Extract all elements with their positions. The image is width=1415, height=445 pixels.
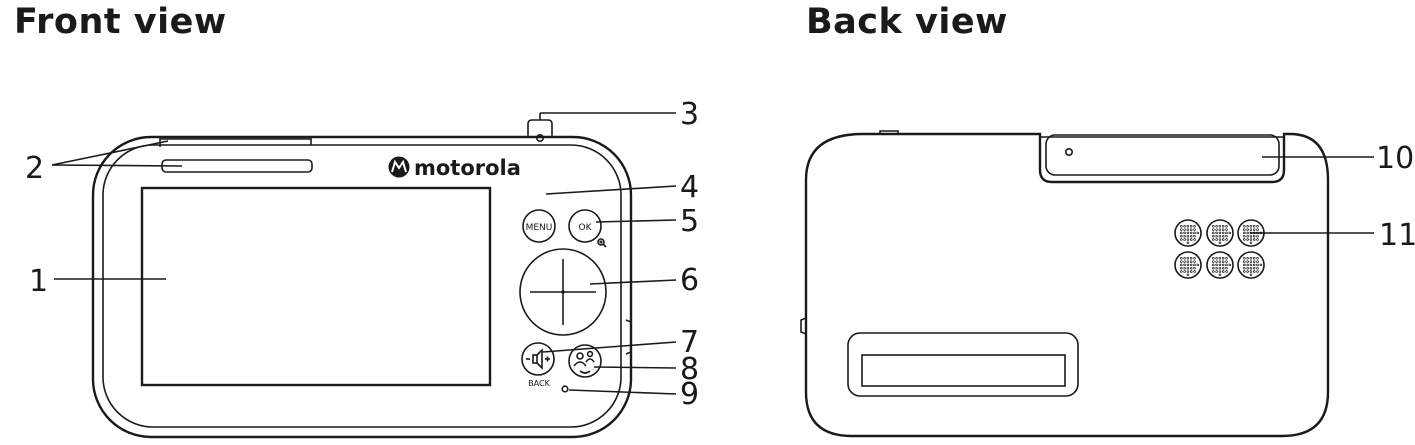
callout-2: 2 <box>25 151 44 186</box>
talk-button <box>568 344 602 378</box>
front-outer-shell <box>91 135 633 439</box>
zoom-in-icon <box>597 238 607 248</box>
ok-button-label: OK <box>579 223 593 233</box>
speaker-grille <box>1237 251 1265 279</box>
menu-button: MENU <box>522 209 556 243</box>
callout-5: 5 <box>680 204 699 239</box>
callout-10: 10 <box>1376 141 1414 176</box>
antenna-housing <box>1045 134 1280 176</box>
menu-button-label: MENU <box>526 223 553 233</box>
callout-7: 7 <box>680 325 699 360</box>
back-button-label: BACK <box>528 379 550 388</box>
side-notch <box>625 319 632 355</box>
leader-2a <box>51 140 169 166</box>
speaker-grille <box>1206 219 1234 247</box>
back-side-notch <box>800 317 807 335</box>
motorola-logo: motorola <box>388 156 521 180</box>
front-callout-leaders <box>51 112 677 395</box>
speaker-grilles <box>1174 219 1265 279</box>
talk-parent-icon <box>573 350 595 374</box>
leader-6 <box>589 279 677 285</box>
front-inner-bezel <box>102 144 622 428</box>
speaker-grille <box>1206 251 1234 279</box>
leader-9 <box>568 389 677 395</box>
volume-speaker-icon <box>526 348 550 370</box>
leader-4 <box>545 185 677 195</box>
ok-button: OK <box>568 209 607 248</box>
callout-4: 4 <box>680 170 699 205</box>
logo-text: motorola <box>414 156 521 180</box>
back-view-heading: Back view <box>806 2 1008 42</box>
back-device <box>800 130 1330 438</box>
antenna-hole <box>1065 148 1074 157</box>
front-device: motorola MENU OK <box>91 119 633 439</box>
front-view-heading: Front view <box>14 2 227 42</box>
back-top-bump <box>879 130 899 134</box>
speaker-grille <box>1174 251 1202 279</box>
speaker-grille <box>1174 219 1202 247</box>
lcd-screen <box>140 186 492 387</box>
callout-6: 6 <box>680 263 699 298</box>
leader-5 <box>595 219 677 223</box>
sound-light-bar <box>161 159 313 173</box>
stand-outer <box>847 332 1079 397</box>
back-outer-shell <box>804 132 1330 438</box>
navigation-pad <box>519 248 607 336</box>
callout-1: 1 <box>29 264 48 299</box>
callout-3: 3 <box>680 97 699 132</box>
leader-8 <box>593 366 677 369</box>
leader-2b <box>51 164 183 167</box>
volume-back-button: BACK <box>521 342 555 388</box>
leader-7 <box>542 341 677 353</box>
callout-8: 8 <box>680 352 699 387</box>
callout-9: 9 <box>680 377 699 412</box>
microphone-hole <box>561 385 569 393</box>
stand-slot <box>861 354 1066 387</box>
callout-11: 11 <box>1379 218 1415 253</box>
